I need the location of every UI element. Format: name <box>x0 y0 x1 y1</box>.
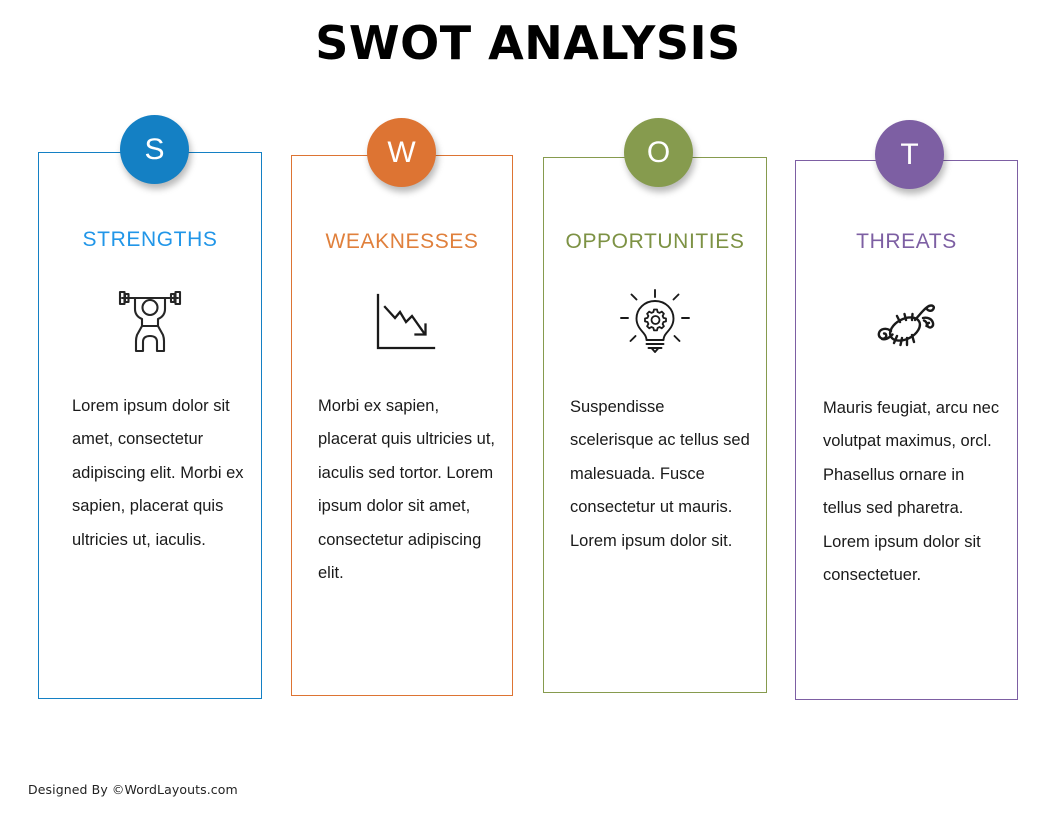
threats-card[interactable] <box>795 160 1018 700</box>
strengths-badge[interactable]: S <box>120 115 189 184</box>
page-title: SWOT ANALYSIS <box>315 16 741 70</box>
swot-column-weaknesses: W WEAKNESSES Morbi ex sapien, placerat q… <box>291 118 513 696</box>
swot-column-threats: T THREATS <box>795 120 1018 700</box>
swot-column-strengths: S STRENGTHS <box>38 115 262 699</box>
lightbulb-gear-icon <box>543 283 767 363</box>
opportunities-body: Suspendisse scelerisque ac tellus sed ma… <box>570 398 750 550</box>
opportunities-heading: OPPORTUNITIES <box>565 230 745 253</box>
scorpion-icon <box>795 284 1018 364</box>
threats-badge[interactable]: T <box>875 120 944 189</box>
opportunities-badge-letter: O <box>646 135 671 169</box>
strengths-card[interactable] <box>38 152 262 699</box>
opportunities-card[interactable] <box>543 157 767 693</box>
strengths-heading: STRENGTHS <box>82 228 218 251</box>
weaknesses-badge-letter: W <box>387 135 416 169</box>
strengths-body: Lorem ipsum dolor sit amet, consectetur … <box>72 397 244 549</box>
declining-chart-icon <box>291 283 513 363</box>
strengths-badge-letter: S <box>144 132 165 166</box>
threats-heading: THREATS <box>856 230 957 253</box>
swot-column-opportunities: O OPPORTUNITIES <box>543 118 767 693</box>
weaknesses-body: Morbi ex sapien, placerat quis ultricies… <box>318 397 495 583</box>
threats-body: Mauris feugiat, arcu nec volutpat maximu… <box>823 399 1000 585</box>
opportunities-badge[interactable]: O <box>624 118 693 187</box>
weaknesses-badge[interactable]: W <box>367 118 436 187</box>
threats-badge-letter: T <box>900 137 919 171</box>
weaknesses-heading: WEAKNESSES <box>325 230 479 253</box>
weaknesses-card[interactable] <box>291 155 513 696</box>
footer-credit: Designed By ©WordLayouts.com <box>28 782 238 797</box>
weightlifter-icon <box>38 280 262 360</box>
